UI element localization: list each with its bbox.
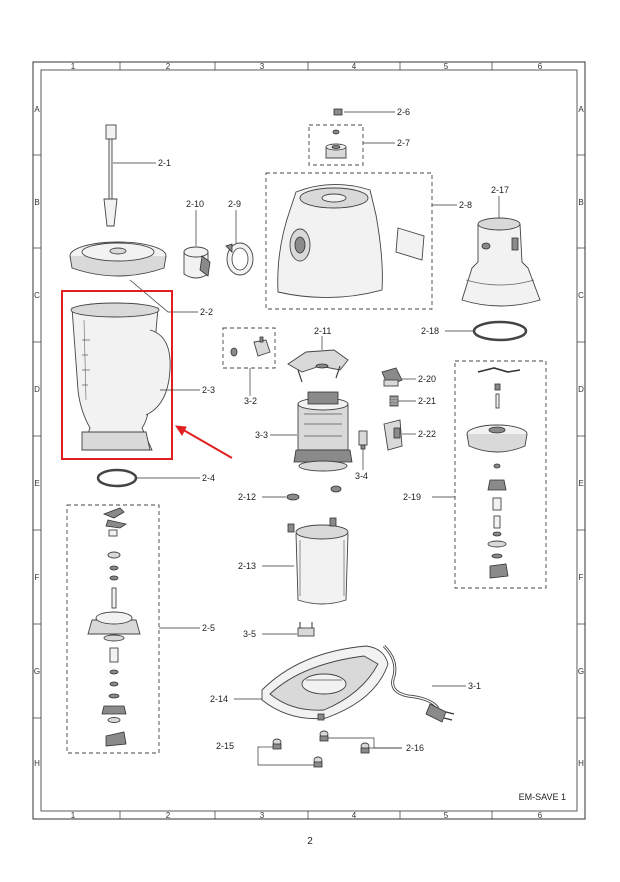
part-2-10-knob	[183, 246, 211, 279]
label-2-10: 2-10	[186, 199, 204, 209]
part-2-16-feet	[319, 730, 370, 754]
part-2-6-cap	[333, 108, 343, 116]
grid-row-d-left: D	[34, 385, 40, 394]
part-2-7-coupling	[325, 129, 347, 159]
grid-col-2-bottom: 2	[166, 811, 171, 820]
label-3-4: 3-4	[355, 471, 368, 481]
model-name: EM-SAVE 1	[519, 792, 566, 802]
part-2-19-mill-assembly	[466, 367, 528, 579]
highlight-box-2-3	[61, 290, 173, 460]
label-2-11: 2-11	[314, 326, 331, 336]
label-2-20: 2-20	[418, 374, 436, 384]
grid-row-a-right: A	[578, 105, 584, 114]
label-2-6: 2-6	[397, 107, 410, 117]
label-2-22: 2-22	[418, 429, 436, 439]
part-2-20-clip	[381, 367, 403, 387]
grid-row-b-right: B	[578, 198, 583, 207]
grid-col-6-top: 6	[538, 62, 543, 71]
grid-col-5-top: 5	[444, 62, 449, 71]
label-2-12: 2-12	[238, 492, 256, 502]
page-number: 2	[307, 836, 313, 847]
label-2-2: 2-2	[200, 307, 213, 317]
label-2-18: 2-18	[421, 326, 439, 336]
outer-frame	[32, 61, 586, 820]
grid-row-b-left: B	[34, 198, 39, 207]
label-2-14: 2-14	[210, 694, 228, 704]
label-2-4: 2-4	[202, 473, 215, 483]
part-2-7-group-box	[308, 124, 364, 166]
grid-col-3-top: 3	[260, 62, 265, 71]
part-2-5-group-box	[66, 504, 160, 754]
label-2-17: 2-17	[491, 185, 509, 195]
label-2-21: 2-21	[418, 396, 436, 406]
part-2-21-spring	[389, 395, 399, 407]
part-2-3-jug	[70, 302, 171, 451]
grid-row-h-left: H	[34, 759, 40, 768]
part-2-12-bushing	[286, 485, 342, 501]
part-2-15-feet	[272, 738, 323, 768]
grid-row-g-right: G	[578, 667, 584, 676]
part-2-8-base-housing	[277, 184, 425, 298]
part-2-11-bracket	[287, 349, 349, 383]
part-2-18-gasket	[472, 320, 528, 342]
label-2-15: 2-15	[216, 741, 234, 751]
part-2-17-mill-cover	[461, 217, 541, 307]
grid-col-2-top: 2	[166, 62, 171, 71]
label-2-1: 2-1	[158, 158, 171, 168]
grid-row-d-right: D	[578, 385, 584, 394]
label-3-1: 3-1	[468, 681, 481, 691]
grid-row-e-left: E	[34, 479, 39, 488]
part-2-2-lid	[69, 241, 167, 277]
highlight-arrow-line	[179, 427, 233, 459]
label-3-3: 3-3	[255, 430, 268, 440]
grid-row-f-left: F	[35, 573, 40, 582]
grid-col-5-bottom: 5	[444, 811, 449, 820]
part-3-3-motor	[293, 391, 353, 472]
part-3-5-thermal-fuse	[297, 622, 315, 637]
label-2-16: 2-16	[406, 743, 424, 753]
grid-ticks	[33, 62, 585, 819]
grid-row-h-right: H	[578, 759, 584, 768]
label-3-2: 3-2	[244, 396, 257, 406]
grid-row-c-left: C	[34, 291, 40, 300]
label-2-8: 2-8	[459, 200, 472, 210]
inner-frame	[40, 69, 578, 812]
part-3-4-capacitor	[358, 430, 368, 450]
grid-col-4-bottom: 4	[352, 811, 357, 820]
grid-col-1-top: 1	[71, 62, 76, 71]
grid-row-f-right: F	[579, 573, 584, 582]
part-2-1-spatula	[103, 124, 118, 227]
label-2-5: 2-5	[202, 623, 215, 633]
part-2-22-safety-switch	[383, 419, 403, 451]
label-2-3: 2-3	[202, 385, 215, 395]
label-3-5: 3-5	[243, 629, 256, 639]
grid-row-c-right: C	[578, 291, 584, 300]
label-2-7: 2-7	[397, 138, 410, 148]
grid-row-a-left: A	[34, 105, 40, 114]
grid-row-g-left: G	[34, 667, 40, 676]
label-2-9: 2-9	[228, 199, 241, 209]
label-2-13: 2-13	[238, 561, 256, 571]
part-3-2-switch	[230, 336, 271, 357]
grid-col-1-bottom: 1	[71, 811, 76, 820]
highlight-arrow-head-icon	[174, 425, 187, 436]
part-2-14-base-plate	[261, 645, 389, 721]
label-2-19: 2-19	[403, 492, 421, 502]
grid-col-4-top: 4	[352, 62, 357, 71]
part-2-8-group-box	[265, 172, 433, 310]
part-2-13-sleeve	[287, 517, 349, 605]
grid-col-3-bottom: 3	[260, 811, 265, 820]
part-2-4-gasket	[96, 468, 138, 488]
part-2-9-knob-ring	[225, 242, 254, 276]
part-2-5-blade-assembly	[87, 507, 141, 747]
part-2-19-group-box	[454, 360, 547, 589]
part-3-2-group-box	[222, 327, 276, 369]
grid-col-6-bottom: 6	[538, 811, 543, 820]
grid-row-e-right: E	[578, 479, 583, 488]
part-3-1-power-cord	[382, 644, 455, 723]
